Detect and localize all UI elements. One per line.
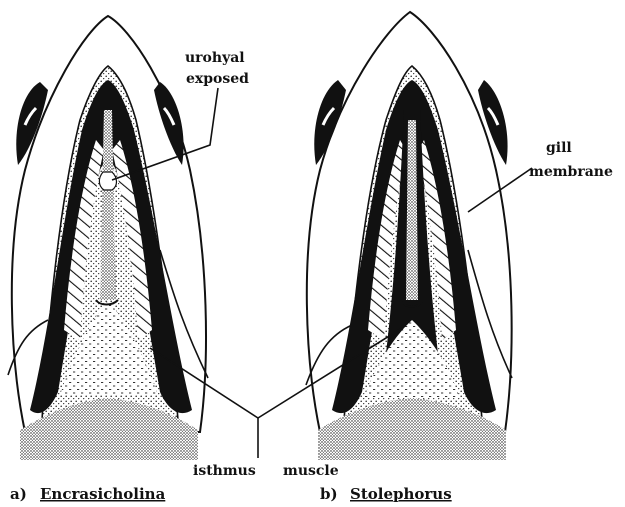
head-stolephorus [306, 12, 512, 460]
caption-b-name: Stolephorus [350, 485, 452, 503]
label-exposed: exposed [186, 71, 249, 87]
label-membrane: membrane [529, 164, 613, 180]
label-gill: gill [546, 140, 572, 156]
caption-a-name: Encrasicholina [40, 485, 166, 503]
caption-a-prefix: a) [10, 485, 27, 503]
label-isthmus: isthmus [193, 463, 256, 479]
label-urohyal: urohyal [185, 50, 245, 66]
caption-b-prefix: b) [320, 485, 338, 503]
head-encrasicholina [8, 16, 208, 460]
label-muscle: muscle [283, 463, 339, 479]
